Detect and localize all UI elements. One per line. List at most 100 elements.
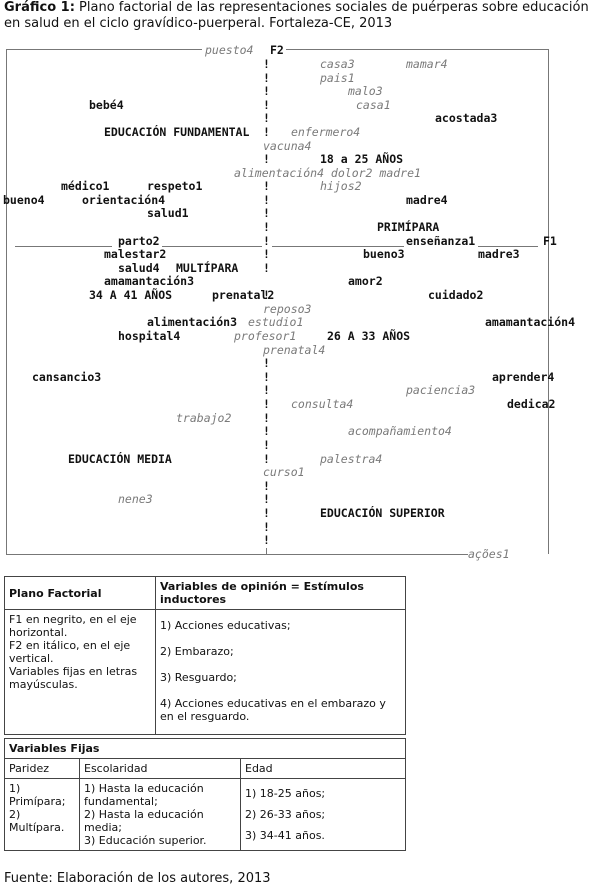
point-label: estudio1 — [248, 315, 304, 329]
figure-title: Gráfico 1: Plano factorial de las repres… — [4, 0, 598, 32]
axis-marker: ! — [263, 520, 270, 534]
plano-line: Variables fijas en letras mayúsculas. — [9, 665, 138, 691]
frame-left — [6, 49, 7, 554]
point-label: bueno3 — [363, 247, 405, 261]
axis-marker: ! — [263, 533, 270, 547]
axis-marker: ! — [263, 152, 270, 166]
axis-marker: ! — [263, 98, 270, 112]
point-label: aprender4 — [492, 370, 555, 384]
axis-marker: ! — [263, 411, 270, 425]
opinion-item: 2) Embarazo; — [160, 645, 234, 658]
axis-marker: ! — [263, 288, 270, 302]
axis-marker: ! — [263, 71, 270, 85]
point-label: madre4 — [406, 193, 448, 207]
escolaridad-cell: 1) Hasta la educación fundamental; 2) Ha… — [79, 778, 241, 851]
point-label: nene3 — [118, 492, 153, 506]
point-label: respeto1 — [147, 179, 203, 193]
point-label: palestra4 — [320, 452, 383, 466]
factorial-plane: puesto4 F2 F1 ações1 !!!!!!!!!!!!!!!!!!!… — [3, 43, 576, 561]
axis-marker: ! — [263, 383, 270, 397]
point-label: hospital4 — [118, 329, 181, 343]
axis-marker: ! — [263, 111, 270, 125]
point-label: malestar2 — [104, 247, 167, 261]
point-label: madre3 — [478, 247, 520, 261]
axis-marker: ! — [263, 206, 270, 220]
point-label: casa3 — [320, 57, 355, 71]
point-label: alimentación3 — [147, 315, 238, 329]
axis-marker: ! — [263, 179, 270, 193]
variables-opinion-cell: 1) Acciones educativas; 2) Embarazo; 3) … — [155, 609, 406, 735]
point-label: salud4 — [118, 261, 160, 275]
point-label: parto2 — [118, 234, 160, 248]
point-label: malo3 — [348, 84, 383, 98]
axis-marker: ! — [263, 492, 270, 506]
plano-line: F1 en negrito, en el eje horizontal. — [9, 613, 137, 639]
axis-marker: ! — [263, 370, 270, 384]
edad-item: 3) 34-41 años. — [245, 829, 325, 842]
escolaridad-item: 2) Hasta la educación media; — [84, 808, 204, 834]
plano-factorial-cell: F1 en negrito, en el eje horizontal. F2 … — [4, 609, 156, 735]
axis-bottom-label: ações1 — [468, 547, 510, 561]
frame-right — [548, 49, 549, 554]
frame-bottom-left — [6, 554, 468, 555]
axis-marker: ! — [263, 57, 270, 71]
paridez-cell: 1) Primípara; 2) Multípara. — [4, 778, 80, 851]
point-label: acostada3 — [435, 111, 498, 125]
point-label: amamantación4 — [485, 315, 576, 329]
point-label: salud1 — [147, 206, 189, 220]
figure-label: Gráfico 1: — [4, 0, 75, 15]
opinion-item: 1) Acciones educativas; — [160, 619, 291, 632]
point-label: dedica2 — [507, 397, 556, 411]
point-label: mamar4 — [406, 57, 448, 71]
variables-fijas-header: Variables Fijas — [4, 738, 406, 759]
plano-line: F2 en itálico, en el eje vertical. — [9, 639, 131, 665]
point-label: PRIMÍPARA — [377, 220, 440, 234]
point-label: paciencia3 — [406, 383, 476, 397]
axis-marker: ! — [263, 356, 270, 370]
axis-marker: ! — [263, 261, 270, 275]
point-label: pais1 — [320, 71, 355, 85]
escolaridad-item: 1) Hasta la educación fundamental; — [84, 782, 204, 808]
point-label: EDUCACIÓN MEDIA — [68, 452, 172, 466]
point-label: EDUCACIÓN SUPERIOR — [320, 506, 445, 520]
point-label: cansancio3 — [32, 370, 102, 384]
variables-fijas-table: Variables Fijas Paridez Escolaridad Edad… — [4, 738, 406, 851]
axis-f1-left-b — [162, 246, 262, 247]
point-label: MULTÍPARA — [176, 261, 239, 275]
escolaridad-item: 3) Educación superior. — [84, 834, 207, 847]
col-paridez-header: Paridez — [4, 758, 80, 779]
axis-f2-label: F2 — [270, 43, 284, 57]
legend-table: Plano Factorial Variables de opinión = E… — [4, 576, 406, 735]
point-label: 18 a 25 AÑOS — [320, 152, 404, 166]
variables-opinion-header: Variables de opinión = Estímulos inducto… — [155, 576, 406, 610]
axis-marker: ! — [263, 84, 270, 98]
point-label: orientación4 — [82, 193, 166, 207]
opinion-item: 3) Resguardo; — [160, 671, 237, 684]
axis-marker: ! — [263, 452, 270, 466]
source-footnote: Fuente: Elaboración de los autores, 2013 — [4, 871, 271, 886]
point-label: amor2 — [348, 274, 383, 288]
point-label: bueno4 — [3, 193, 45, 207]
point-label: 26 A 33 AÑOS — [327, 329, 411, 343]
point-label: consulta4 — [291, 397, 354, 411]
frame-top-left — [6, 49, 202, 50]
point-label: reposo3 — [263, 302, 312, 316]
point-label: casa1 — [356, 98, 391, 112]
figure-caption: Plano factorial de las representaciones … — [4, 0, 589, 31]
axis-f1-right-a — [272, 246, 404, 247]
paridez-item: 2) Multípara. — [9, 808, 65, 834]
point-label: médico1 — [61, 179, 110, 193]
edad-cell: 1) 18-25 años; 2) 26-33 años; 3) 34-41 a… — [240, 778, 406, 851]
axis-top-label: puesto4 — [205, 43, 254, 57]
axis-f2-tick — [266, 548, 267, 555]
axis-marker: ! — [263, 234, 270, 248]
edad-item: 2) 26-33 años; — [245, 808, 326, 821]
axis-marker: ! — [263, 247, 270, 261]
edad-item: 1) 18-25 años; — [245, 787, 326, 800]
plano-factorial-header: Plano Factorial — [4, 576, 156, 610]
point-label: bebé4 — [89, 98, 124, 112]
col-escolaridad-header: Escolaridad — [79, 758, 241, 779]
point-label: acompañamiento4 — [348, 424, 452, 438]
point-label: prenatal4 — [263, 343, 326, 357]
point-label: amamantación3 — [104, 274, 195, 288]
